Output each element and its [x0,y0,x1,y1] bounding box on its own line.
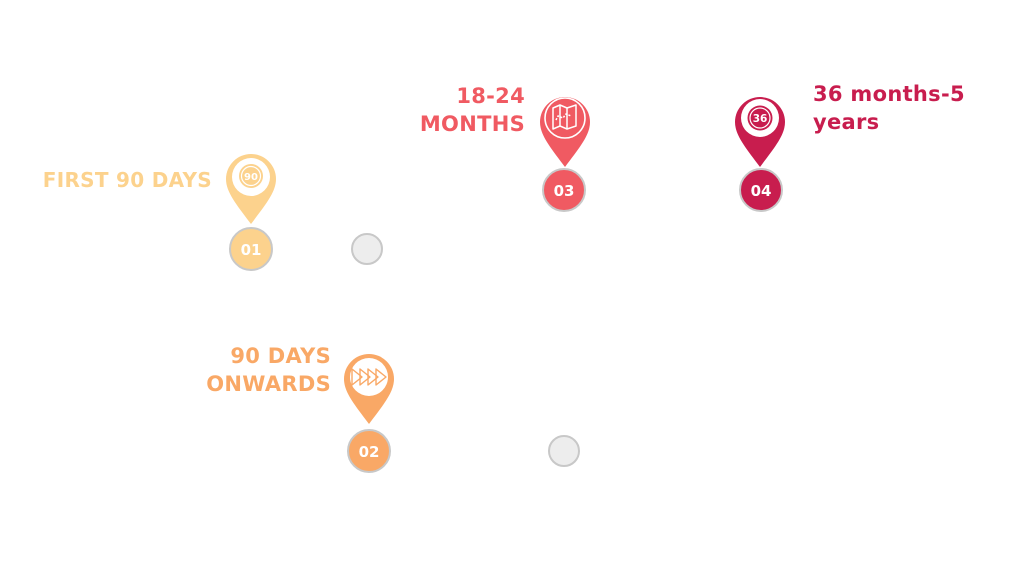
milestone-number-circle [542,168,586,212]
label-line: MONTHS [419,112,525,136]
milestone-04: 36 04 [735,97,785,212]
badge-90-icon: 90 [239,164,263,188]
milestone-number: 04 [751,182,772,200]
milestone-04-label: 36 months-5 years [813,80,965,136]
badge-36-icon: 36 [747,105,773,131]
milestone-01-label: FIRST 90 DAYS [43,166,212,194]
milestone-number-circle [229,227,273,271]
milestone-number-circle [739,168,783,212]
milestone-number: 02 [359,443,380,461]
map-icon [552,104,577,130]
milestone-number: 03 [554,182,575,200]
milestone-03-label: 18-24 MONTHS [420,82,525,138]
milestone-01: 90 01 [226,154,276,271]
milestone-02: 02 [344,354,394,473]
label-line: 36 months-5 [813,82,965,106]
milestone-02-label: 90 DAYS ONWARDS [206,342,331,398]
label-line: years [813,110,880,134]
milestone-number: 01 [241,241,262,259]
fast-forward-icon [351,368,387,386]
label-line: FIRST 90 DAYS [42,168,212,192]
empty-node [351,233,383,265]
label-line: 18-24 [456,84,525,108]
badge-36-text: 36 [753,113,768,125]
badge-90-text: 90 [244,172,258,183]
pin-inner-circle [544,97,586,139]
label-line: 90 DAYS [230,344,331,368]
milestone-number-circle [347,429,391,473]
empty-node [548,435,580,467]
milestone-03: 03 [540,97,590,212]
label-line: ONWARDS [206,372,331,396]
